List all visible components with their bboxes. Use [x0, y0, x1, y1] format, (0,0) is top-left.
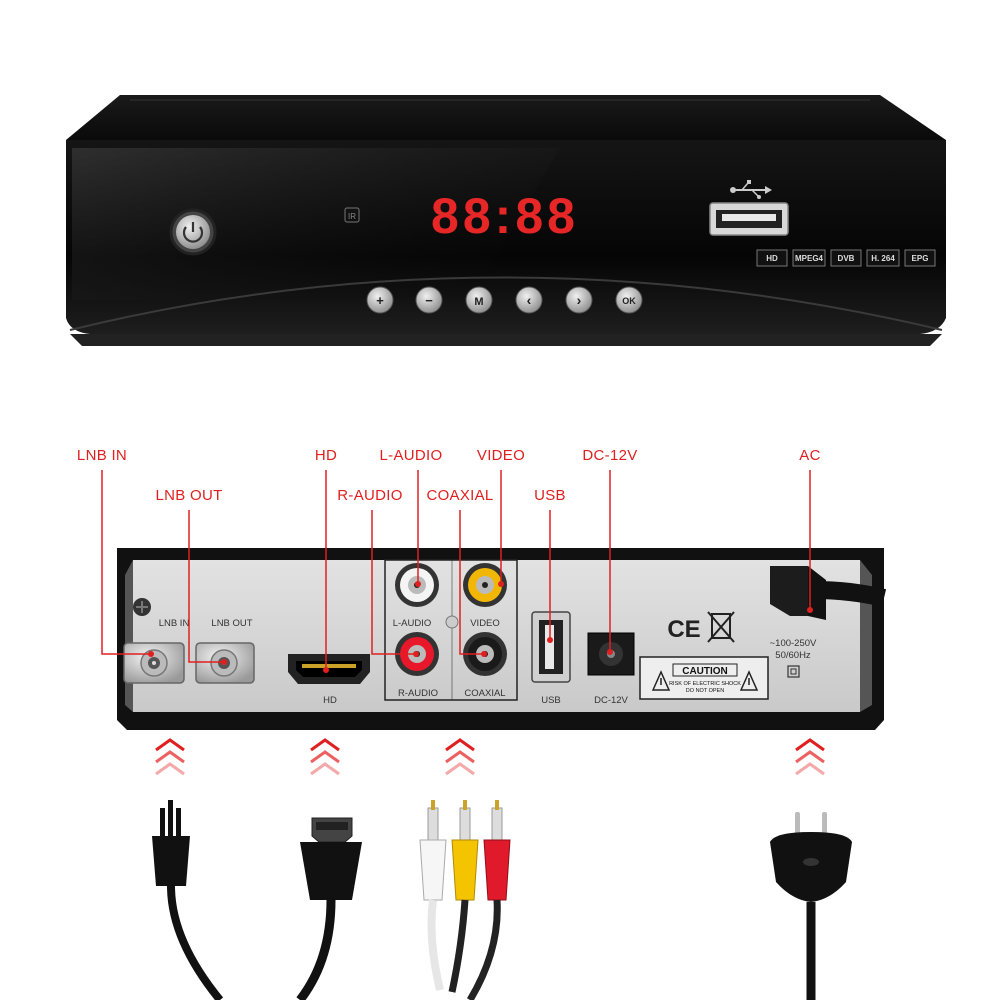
hdmi-port[interactable]	[288, 654, 370, 684]
svg-text:›: ›	[577, 292, 582, 308]
svg-text:DVB: DVB	[838, 254, 855, 263]
svg-text:DO NOT OPEN: DO NOT OPEN	[686, 688, 724, 694]
warning-triangle-icon	[651, 670, 671, 691]
callout-video: VIDEO	[477, 447, 525, 464]
ce-mark: CE	[667, 616, 700, 643]
svg-text:MPEG4: MPEG4	[795, 254, 824, 263]
leader-coaxial	[459, 510, 484, 655]
panel-screw	[445, 615, 459, 629]
panel-label-usb: USB	[541, 695, 561, 706]
leader-r-audio	[371, 510, 416, 655]
spec-badges: HD MPEG4 DVB H. 264 EPG	[756, 249, 936, 267]
svg-text:RISK OF ELECTRIC SHOCK: RISK OF ELECTRIC SHOCK	[669, 681, 741, 687]
callout-coaxial: COAXIAL	[426, 487, 493, 504]
power-button[interactable]	[169, 208, 217, 256]
chevron-up-icon	[310, 738, 340, 776]
svg-text:−: −	[425, 293, 433, 308]
svg-text:CAUTION: CAUTION	[682, 666, 728, 677]
svg-text:EPG: EPG	[912, 254, 929, 263]
callout-l-audio: L-AUDIO	[380, 447, 443, 464]
callout-r-audio: R-AUDIO	[337, 487, 402, 504]
front-button-plus[interactable]: +	[366, 286, 394, 314]
callout-ac: AC	[799, 447, 820, 464]
av-cable	[419, 800, 511, 1000]
panel-label-lnb-in: LNB IN	[159, 618, 190, 629]
front-button-minus[interactable]: −	[415, 286, 443, 314]
front-button-left[interactable]: ‹	[515, 286, 543, 314]
callout-hd: HD	[315, 447, 337, 464]
front-button-ok[interactable]: OK	[615, 286, 643, 314]
svg-text:H. 264: H. 264	[871, 254, 895, 263]
video-jack[interactable]	[463, 563, 507, 607]
led-display: 88:88	[431, 188, 579, 244]
panel-label-hd: HD	[323, 695, 337, 706]
panel-label-coaxial: COAXIAL	[464, 688, 505, 699]
panel-label-dc: DC-12V	[594, 695, 628, 706]
front-button-right[interactable]: ›	[565, 286, 593, 314]
panel-label-video: VIDEO	[470, 618, 500, 629]
power-plug	[770, 812, 852, 1000]
antenna-cable	[152, 800, 224, 1000]
weee-bin-icon	[707, 611, 735, 643]
ac-power-input[interactable]	[770, 566, 887, 620]
lnb-in-port[interactable]	[123, 642, 185, 684]
badge-dvb: DVB	[830, 249, 862, 267]
panel-label-voltage: ~100-250V	[770, 638, 817, 649]
receiver-rear: LNB IN LNB OUT HD	[117, 548, 887, 730]
badge-mpeg4: MPEG4	[792, 249, 826, 267]
leader-lnb-in	[101, 470, 150, 655]
power-icon	[182, 222, 204, 243]
av-block-frame	[384, 559, 518, 701]
svg-text:+: +	[376, 293, 384, 308]
panel-label-l-audio: L-AUDIO	[393, 618, 432, 629]
svg-text:HD: HD	[766, 254, 778, 263]
caution-label: CAUTION RISK OF ELECTRIC SHOCK DO NOT OP…	[639, 656, 769, 700]
panel-label-frequency: 50/60Hz	[775, 650, 811, 661]
callout-lnb-out: LNB OUT	[155, 487, 222, 504]
panel-label-lnb-out: LNB OUT	[211, 618, 252, 629]
hdmi-cable	[296, 817, 362, 1000]
chevron-up-icon	[795, 738, 825, 776]
badge-h264: H. 264	[866, 249, 900, 267]
callout-lnb-in: LNB IN	[77, 447, 127, 464]
svg-text:‹: ‹	[527, 292, 532, 308]
chevron-up-icon	[445, 738, 475, 776]
av-plug-white	[419, 800, 447, 991]
double-insulation-icon	[787, 665, 800, 678]
callout-dc: DC-12V	[582, 447, 637, 464]
chevron-up-icon	[155, 738, 185, 776]
receiver-front: IR 88:88 HD MPEG4	[66, 95, 946, 346]
usb-icon	[730, 180, 772, 199]
av-plug-yellow	[448, 800, 479, 993]
ir-label: IR	[348, 212, 356, 221]
front-usb-port[interactable]	[709, 202, 789, 236]
warning-triangle-icon	[739, 670, 759, 691]
callouts: LNB IN LNB OUT HD L-AUDIO R-AUDIO VIDEO …	[77, 447, 820, 673]
badge-hd: HD	[756, 249, 788, 267]
front-button-menu[interactable]: M	[465, 286, 493, 314]
panel-label-r-audio: R-AUDIO	[398, 688, 438, 699]
screw	[133, 598, 151, 616]
leader-lnb-out	[188, 510, 224, 663]
rear-usb-port[interactable]	[531, 611, 571, 683]
ir-sensor: IR	[344, 207, 360, 223]
badge-epg: EPG	[904, 249, 936, 267]
svg-text:M: M	[474, 296, 483, 308]
svg-text:OK: OK	[622, 296, 636, 306]
chevron-up-arrows	[155, 738, 825, 776]
av-plug-red	[466, 800, 511, 1000]
callout-usb: USB	[534, 487, 566, 504]
